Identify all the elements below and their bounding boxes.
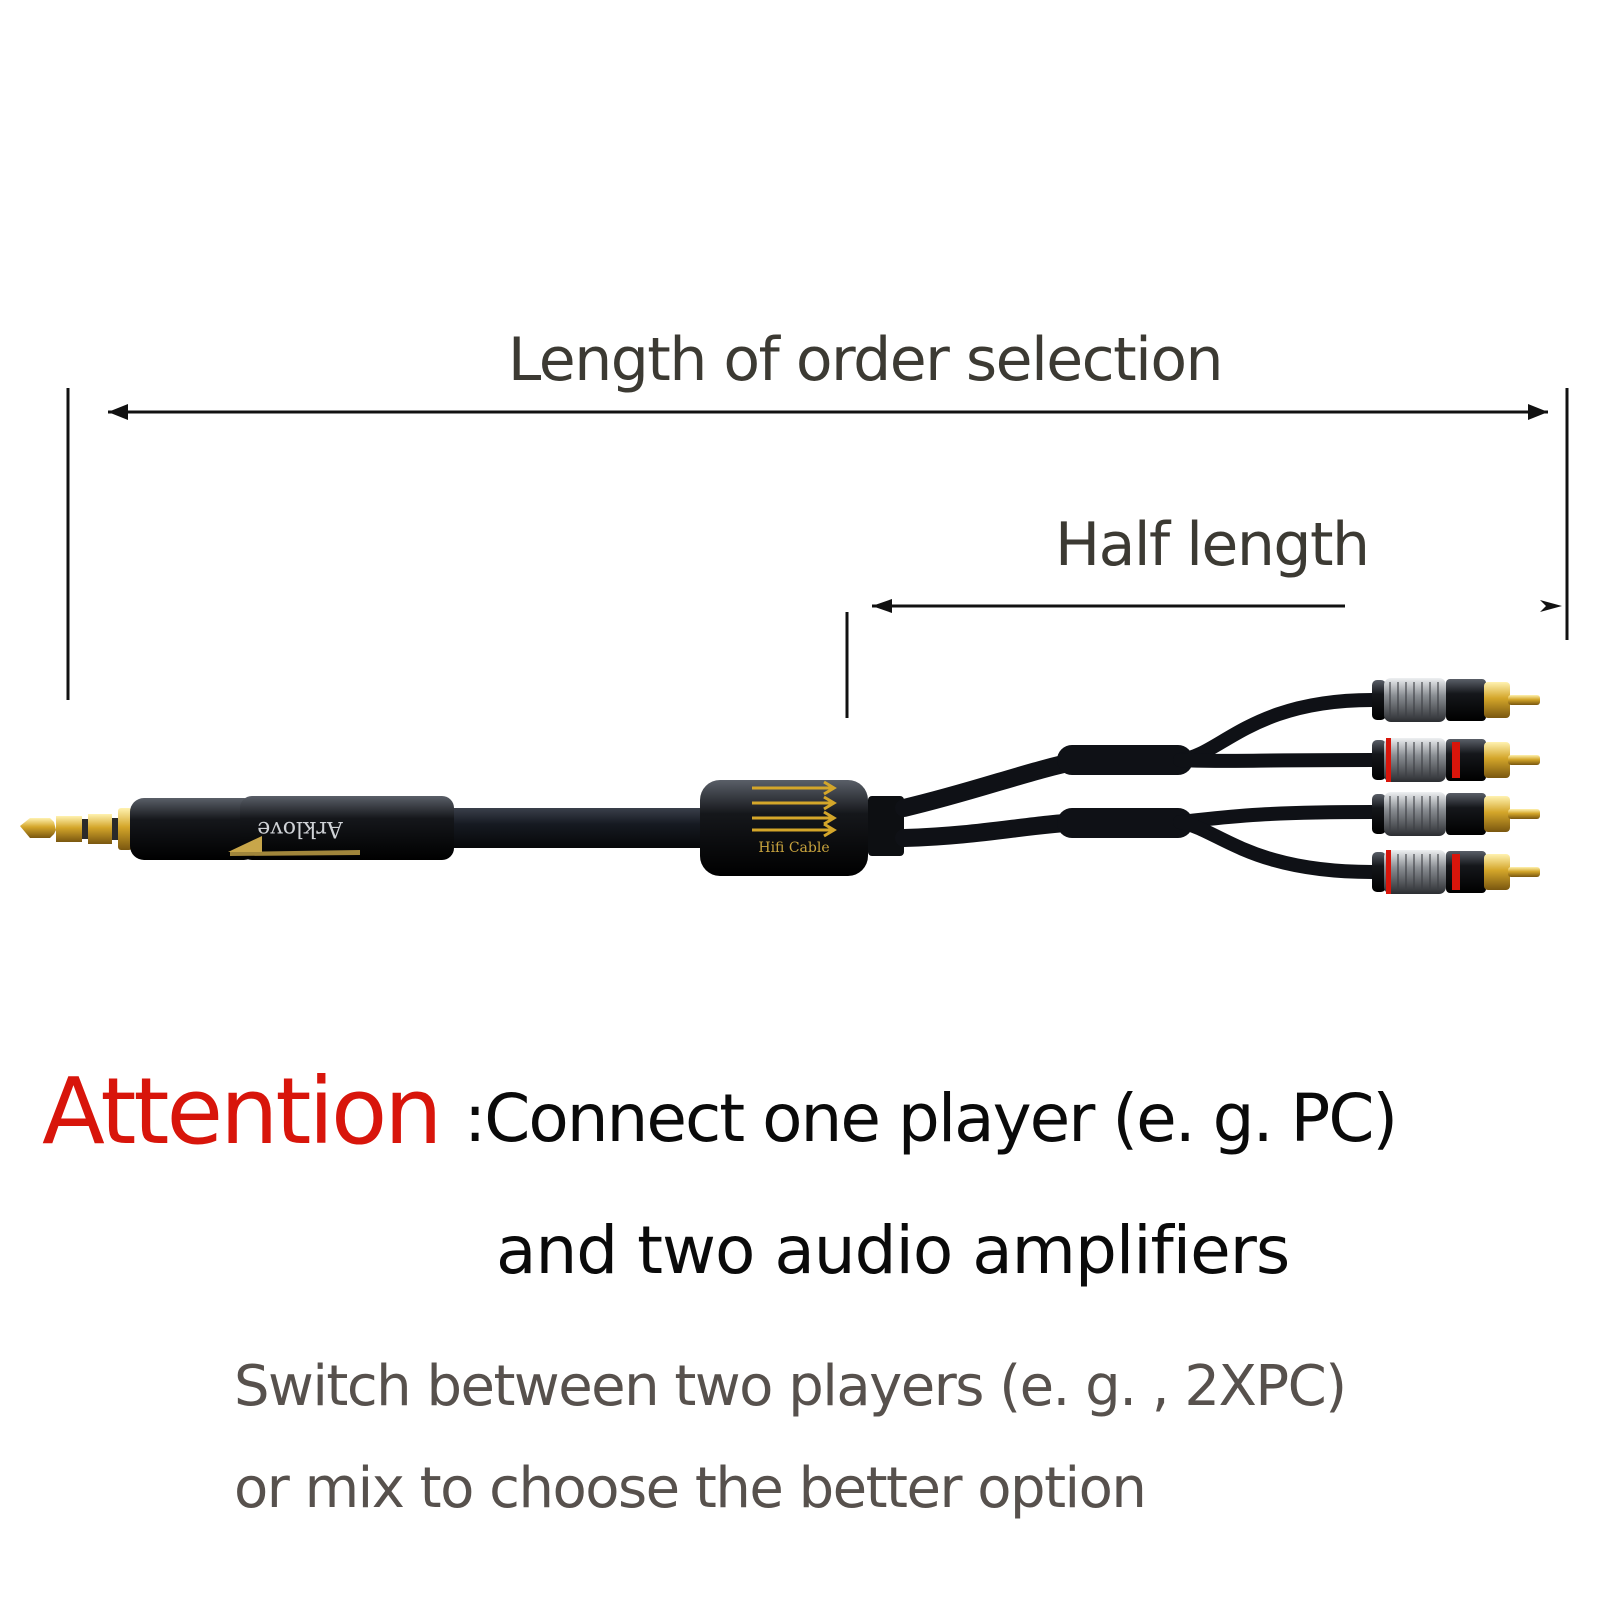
rca-plug-red-2 <box>1371 849 1541 895</box>
split-cables <box>895 693 1379 879</box>
cable-product-image: Arklove Hifi Cable <box>20 388 1569 895</box>
full-length-label: Length of order selection <box>507 325 1224 395</box>
trs-jack-plug <box>20 796 454 860</box>
attention-line-2: and two audio amplifiers <box>496 1212 1290 1289</box>
half-length-dimension <box>845 599 1562 718</box>
brand-text: Arklove <box>257 816 343 841</box>
full-length-dimension <box>66 388 1569 700</box>
arrow-icon <box>752 780 837 838</box>
splitter-block <box>700 780 904 876</box>
rca-plug-white-2 <box>1371 791 1541 837</box>
half-length-label: Half length <box>1055 510 1370 580</box>
main-cable <box>440 808 720 848</box>
attention-line-1: :Connect one player (e. g. PC) <box>464 1080 1398 1157</box>
attention-text-1: Connect one player (e. g. PC) <box>484 1080 1398 1157</box>
attention-heading: Attention <box>42 1058 443 1165</box>
rca-plug-white-1 <box>1371 677 1541 723</box>
switch-note-line-1: Switch between two players (e. g. , 2XPC… <box>234 1354 1347 1419</box>
rca-plug-red-1 <box>1371 737 1541 783</box>
splitter-text: Hifi Cable <box>758 840 829 856</box>
switch-note-line-2: or mix to choose the better option <box>234 1456 1147 1521</box>
attention-separator: : <box>464 1080 486 1157</box>
attention-word: Attention <box>42 1058 443 1165</box>
